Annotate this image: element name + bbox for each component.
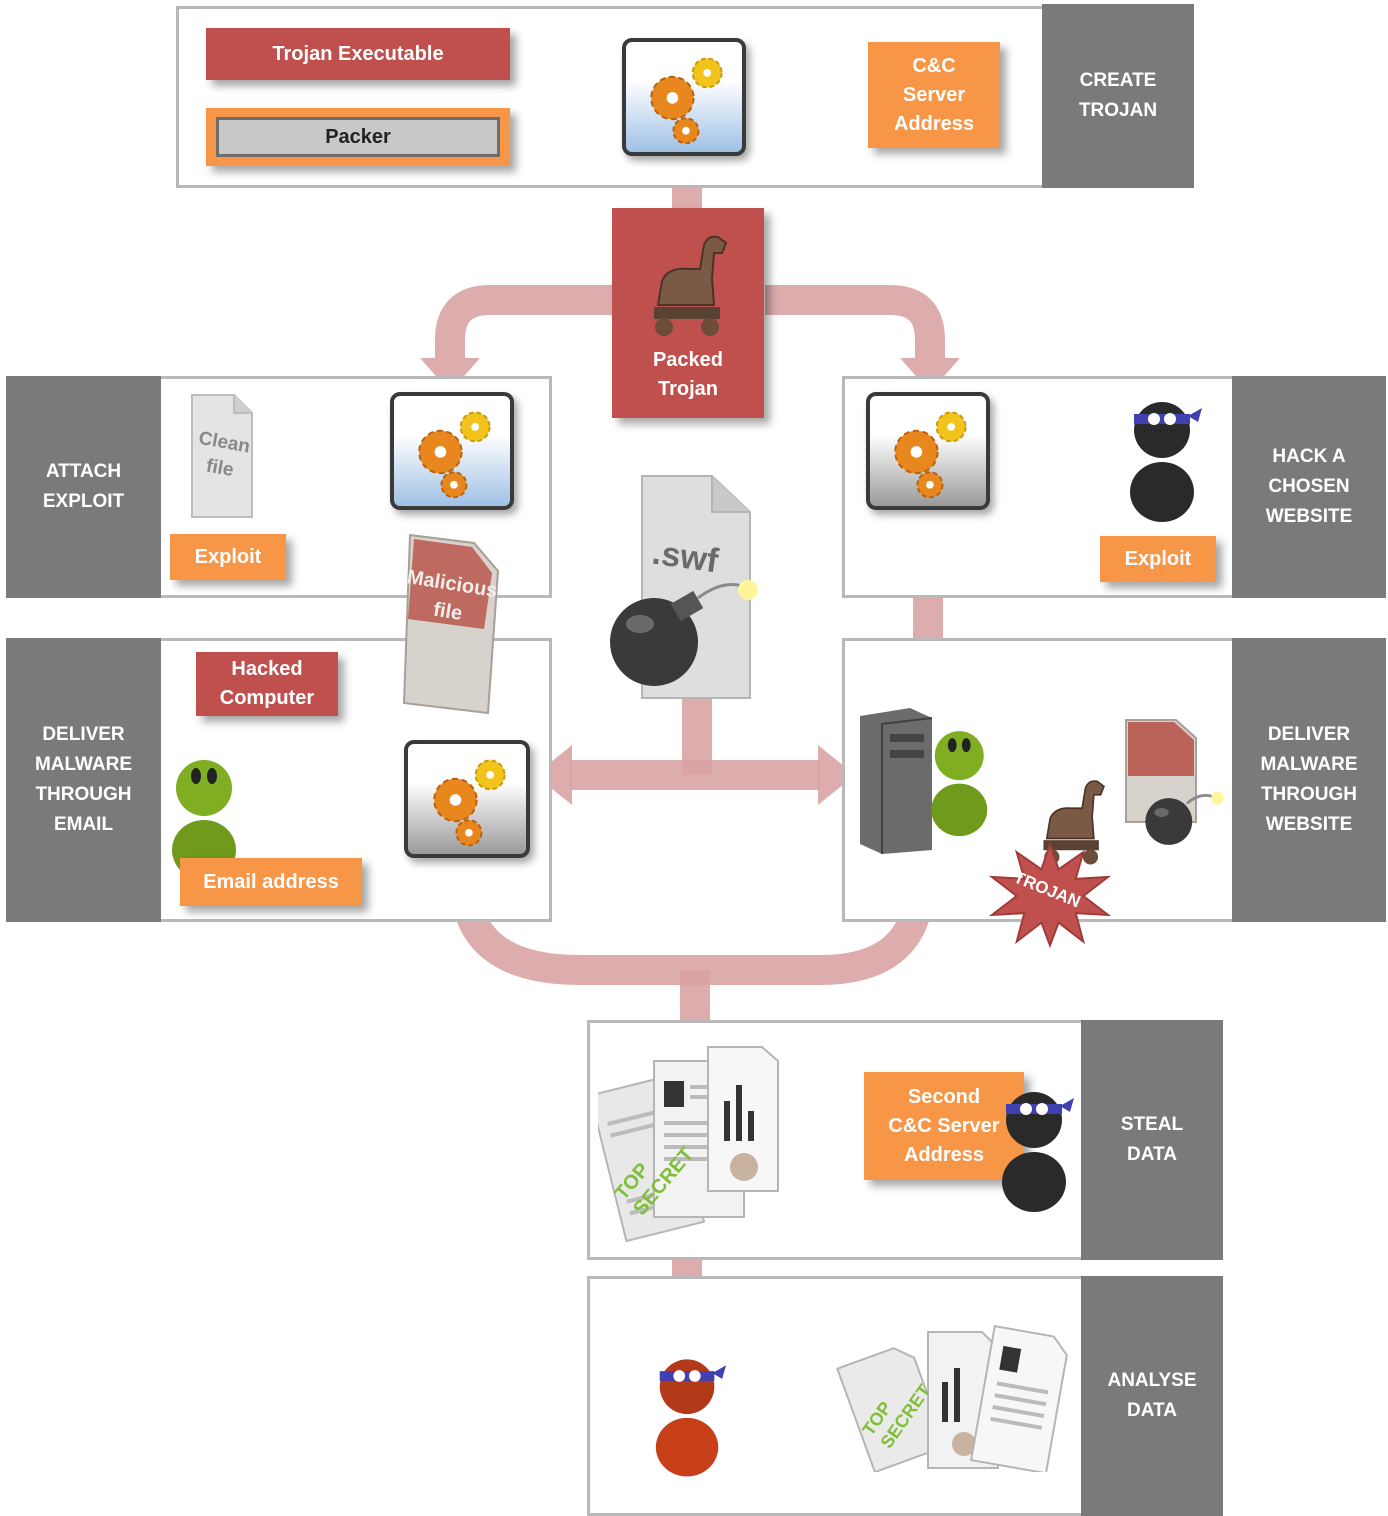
second-cc-server-address-box: Second C&C Server Address <box>864 1072 1024 1180</box>
deliver-website-label: DELIVER MALWARE THROUGH WEBSITE <box>1232 638 1386 922</box>
analyse-data-label: ANALYSE DATA <box>1081 1276 1223 1516</box>
email-address-box: Email address <box>180 858 362 906</box>
bomb-icon <box>610 580 758 686</box>
bomb-icon <box>1145 791 1224 845</box>
packed-trojan-label: Packed Trojan <box>652 349 724 400</box>
exploit-right-box: Exploit <box>1100 536 1216 582</box>
create-trojan-label: CREATE TROJAN <box>1042 4 1194 188</box>
hacker-figure-icon <box>655 1359 727 1477</box>
exploit-left-box: Exploit <box>170 534 286 580</box>
secret-documents-icon <box>598 1046 779 1243</box>
gears-icon <box>390 392 514 510</box>
malicious-file-document-icon <box>1125 719 1197 823</box>
attach-exploit-label: ATTACH EXPLOIT <box>6 376 161 598</box>
gears-icon <box>866 392 990 510</box>
trojan-executable-box: Trojan Executable <box>206 28 510 80</box>
clean-file-label: Clean file <box>197 427 252 482</box>
packer-box: Packer <box>206 108 510 166</box>
user-figure-icon <box>931 731 988 837</box>
packer-label: Packer <box>216 117 500 157</box>
hacker-figure-icon <box>1130 402 1202 522</box>
clean-file-document-icon <box>191 394 253 518</box>
hacked-computer-box: Hacked Computer <box>196 652 338 716</box>
trojan-horse-icon <box>654 235 728 336</box>
server-tower-icon <box>860 708 933 854</box>
gears-icon-glyph <box>650 57 723 145</box>
hacker-figure-icon <box>1002 1092 1074 1212</box>
deliver-email-label: DELIVER MALWARE THROUGH EMAIL <box>6 638 161 922</box>
cc-server-address-box: C&C Server Address <box>868 42 1000 148</box>
malicious-file-document-icon <box>402 533 500 715</box>
steal-data-label: STEAL DATA <box>1081 1020 1223 1260</box>
secret-documents-icon <box>836 1324 1068 1472</box>
gears-icon <box>404 740 530 858</box>
hack-website-label: HACK A CHOSEN WEBSITE <box>1232 376 1386 598</box>
gears-icon <box>622 38 746 156</box>
packed-trojan-box: Packed Trojan <box>612 208 764 418</box>
trojan-burst-icon <box>988 841 1112 949</box>
